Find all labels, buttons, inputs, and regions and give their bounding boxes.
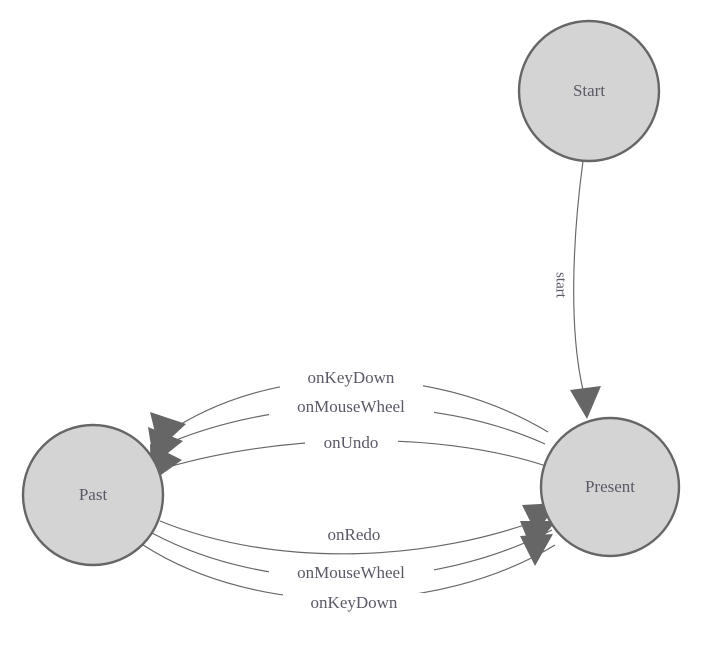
node-present[interactable]: Present (539, 416, 681, 558)
node-label-past: Past (79, 485, 108, 504)
label-backdrop-onkeydown-bottom (283, 593, 426, 614)
edge-label-onmousewheel-top: onMouseWheel (297, 397, 405, 416)
edge-label-group-top: onKeyDown onMouseWheel onUndo (269, 368, 434, 454)
node-label-present: Present (585, 477, 635, 496)
label-backdrop-onredo (310, 525, 400, 546)
edge-line-start-to-present (573, 160, 585, 395)
edge-label-onredo: onRedo (328, 525, 381, 544)
node-shape-past (21, 423, 165, 567)
arrowhead-icon-past-to-present-3 (520, 534, 553, 566)
edge-label-start: start (553, 272, 569, 299)
edge-label-onkeydown-top: onKeyDown (308, 368, 395, 387)
node-start[interactable]: Start (517, 19, 661, 163)
edge-label-onmousewheel-bottom: onMouseWheel (297, 563, 405, 582)
edge-start-to-present[interactable]: start (553, 160, 601, 419)
label-backdrop-onmousewheel-bottom (269, 563, 434, 584)
edge-label-onkeydown-bottom: onKeyDown (311, 593, 398, 612)
arrowhead-icon-start-to-present (570, 386, 601, 419)
node-label-start: Start (573, 81, 605, 100)
edge-label-onundo: onUndo (324, 433, 379, 452)
label-backdrop-onkeydown-top (280, 368, 423, 389)
node-shape-start (517, 19, 661, 163)
node-shape-present (539, 416, 681, 558)
edge-line-past-to-present-1 (159, 515, 550, 555)
label-backdrop-onundo (305, 433, 398, 454)
label-backdrop-onmousewheel-top (269, 397, 434, 418)
node-past[interactable]: Past (21, 423, 165, 567)
edge-label-group-bottom: onRedo onMouseWheel onKeyDown (269, 525, 434, 614)
